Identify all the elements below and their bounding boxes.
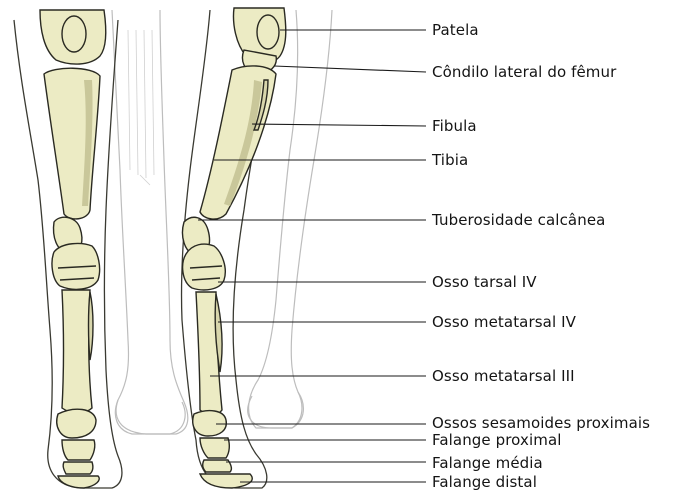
middle-hoof [116, 400, 185, 434]
left-leg-bones [14, 10, 122, 488]
label-tuberosidade-calcanea: Tuberosidade calcânea [432, 213, 605, 228]
right-hoof [248, 392, 304, 428]
left-falange-proximal [62, 440, 95, 460]
right-falange-proximal [200, 438, 229, 458]
label-osso-metatarsal-iv: Osso metatarsal IV [432, 315, 576, 330]
label-osso-metatarsal-iii: Osso metatarsal III [432, 369, 575, 384]
left-sesamoids [57, 409, 96, 438]
label-falange-proximal: Falange proximal [432, 433, 562, 448]
label-ossos-sesamoides-proximais: Ossos sesamoides proximais [432, 416, 650, 431]
label-condilo-lateral-do-femur: Côndilo lateral do fêmur [432, 65, 616, 80]
left-metatarsal-iv [89, 292, 94, 360]
left-patella [62, 16, 86, 52]
leader-line-fibula [252, 124, 426, 126]
right-leg-bones [181, 8, 285, 488]
label-osso-tarsal-iv: Osso tarsal IV [432, 275, 537, 290]
middle-leg-hatching [128, 30, 154, 185]
left-falange-media [63, 462, 93, 474]
label-patela: Patela [432, 23, 479, 38]
leg-silhouettes [112, 10, 332, 434]
left-metatarsal-iii [62, 290, 92, 413]
middle-leg-outline [112, 10, 188, 434]
label-falange-media: Falange média [432, 456, 543, 471]
label-tibia: Tibia [432, 153, 468, 168]
right-sesamoids [193, 411, 227, 436]
label-falange-distal: Falange distal [432, 475, 537, 490]
right-falange-distal [200, 474, 252, 488]
left-falange-distal [58, 476, 99, 488]
label-fibula: Fibula [432, 119, 477, 134]
right-patella [257, 15, 279, 49]
